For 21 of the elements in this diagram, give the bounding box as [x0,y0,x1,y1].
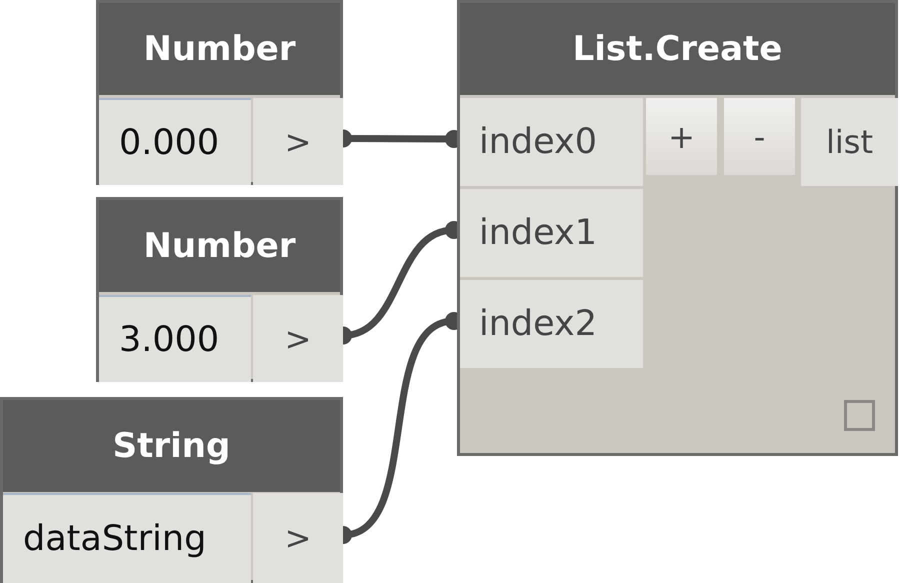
output-port: > [253,98,343,185]
input-port: index0 [460,98,643,186]
node-block [96,197,343,382]
output-port: list [801,98,898,186]
output-port: > [253,295,343,382]
node-title: Number [99,200,340,292]
number-field: 0.000 [99,98,251,185]
remove-input-button: - [724,98,795,175]
node-title: List.Create [460,3,895,95]
node-block [96,0,343,185]
node-block [457,0,898,456]
node-title: String [3,400,340,492]
add-input-button: + [646,98,717,175]
toggle-square [844,400,875,431]
input-port: index1 [460,189,643,277]
input-port: index2 [460,280,643,368]
number-field: 3.000 [99,295,251,382]
node-block [0,397,343,583]
string-field: dataString [3,493,251,583]
output-port: > [253,493,343,583]
node-title: Number [99,3,340,95]
